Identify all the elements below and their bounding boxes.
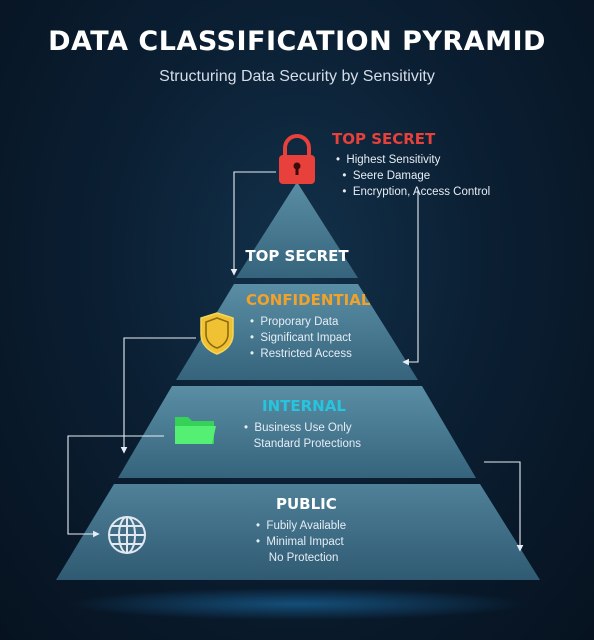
shield-icon [200, 312, 234, 355]
page-subtitle: Structuring Data Security by Sensitivity [159, 68, 435, 85]
connector-confidential [402, 190, 419, 366]
confidential-bullets: • Proporary Data • Significant Impact • … [250, 314, 352, 362]
tier-confidential [176, 284, 418, 380]
tier-public [56, 484, 540, 580]
bullet-item: • Highest Sensitivity [336, 154, 441, 166]
bullet-item: • Encryption, Access Control [336, 186, 491, 198]
connector-internal [120, 337, 196, 454]
tier-top-secret [236, 182, 358, 278]
tier-internal [118, 386, 476, 478]
lock-icon [279, 134, 315, 184]
top-secret-bullets: • Highest Sensitivity • Seere Damage • E… [336, 152, 490, 200]
top-secret-callout-title: TOP SECRET [332, 130, 436, 148]
tier-label-top-secret: TOP SECRET [245, 247, 349, 265]
public-title: PUBLIC [276, 495, 337, 513]
bullet-item: • Seere Damage [336, 170, 431, 182]
public-bullets: • Fubily Available • Minimal Impact No P… [256, 518, 346, 566]
floor-glow [67, 588, 527, 620]
confidential-title: CONFIDENTIAL [246, 291, 371, 309]
bullet-item: • Fubily Available [256, 520, 347, 532]
bullet-item: • Business Use Only [244, 422, 352, 434]
connector-public-left [67, 435, 164, 538]
globe-icon [108, 516, 146, 554]
bullet-item: • Significant Impact [250, 332, 352, 344]
bullet-item: • Proporary Data [250, 316, 339, 328]
bullet-item: Standard Protections [253, 438, 361, 450]
connector-top-secret [230, 171, 276, 276]
bullet-item: • Minimal Impact [256, 536, 344, 548]
bullet-item: • Restricted Access [250, 348, 352, 360]
bullet-item: No Protection [268, 552, 339, 564]
internal-title: INTERNAL [262, 397, 346, 415]
page-title: DATA CLASSIFICATION PYRAMID [48, 26, 546, 57]
connector-lines [67, 171, 524, 552]
folder-icon [175, 417, 216, 444]
connector-public-right [484, 461, 524, 552]
internal-bullets: • Business Use Only Standard Protections [244, 420, 361, 452]
